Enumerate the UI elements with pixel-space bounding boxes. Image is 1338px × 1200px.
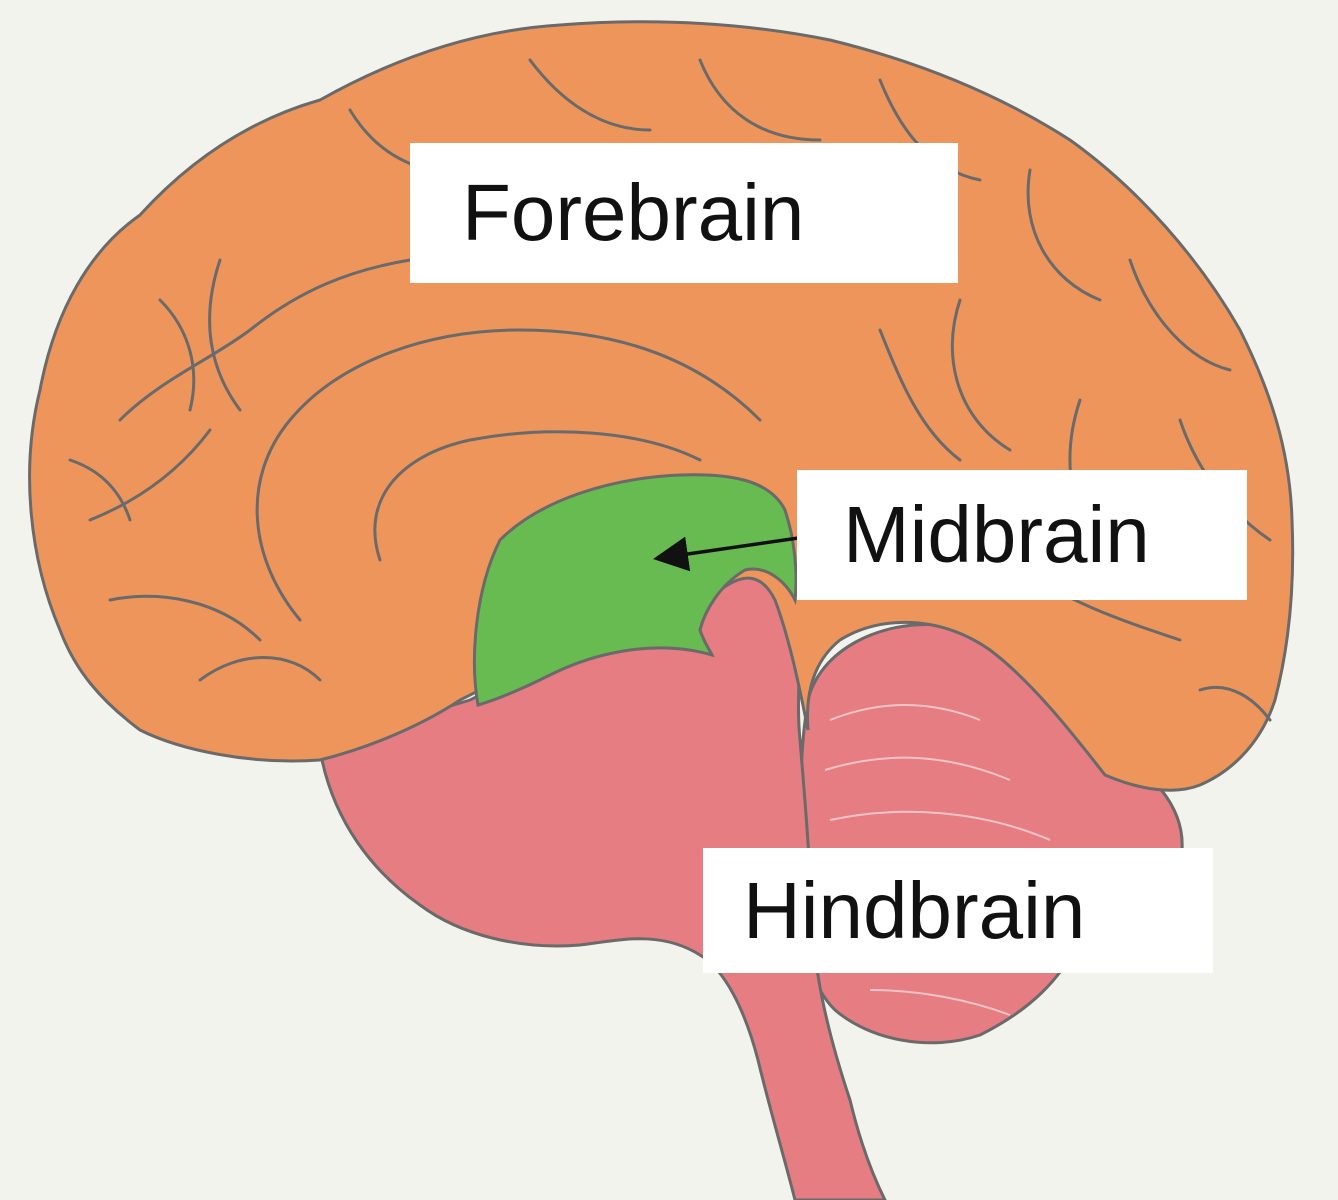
forebrain-label-text: Forebrain (462, 168, 805, 257)
midbrain-label: Midbrain (797, 470, 1247, 600)
hindbrain-label: Hindbrain (703, 848, 1213, 973)
midbrain-region (472, 473, 798, 707)
forebrain-label: Forebrain (410, 143, 958, 283)
midbrain-label-text: Midbrain (843, 490, 1150, 579)
hindbrain-label-text: Hindbrain (743, 865, 1086, 955)
